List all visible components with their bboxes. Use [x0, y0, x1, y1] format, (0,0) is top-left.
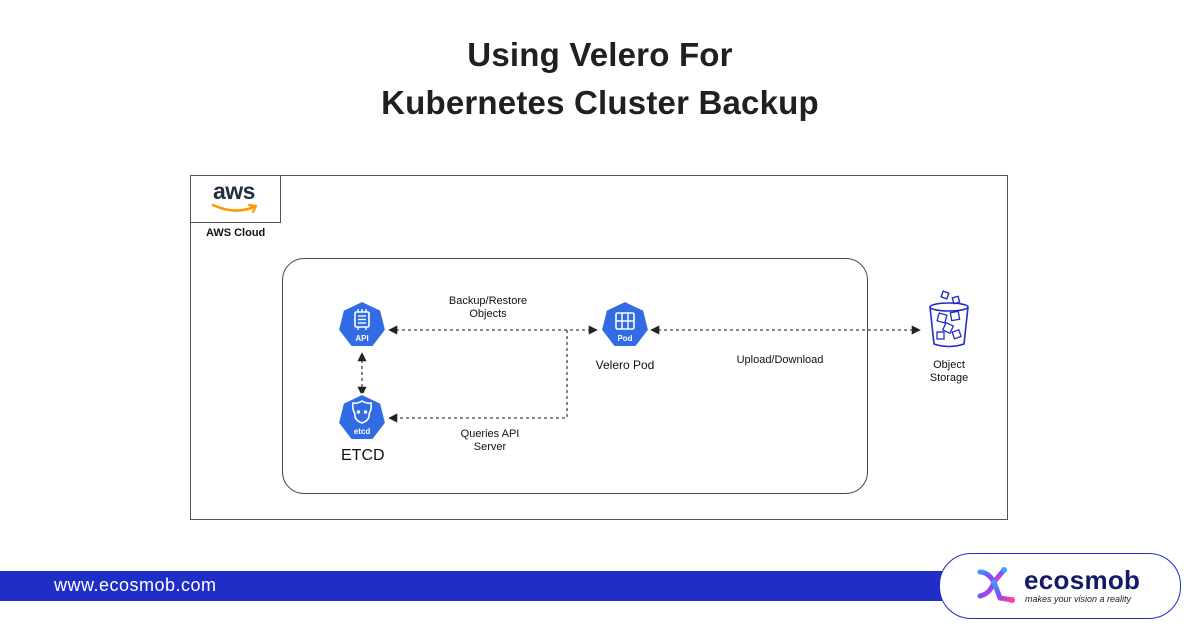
ecosmob-tagline: makes your vision a reality — [1025, 594, 1132, 604]
aws-smile-icon — [211, 203, 258, 214]
pod-icon-text: Pod — [617, 334, 632, 343]
backup-restore-label-line-1: Backup/Restore — [448, 295, 528, 307]
aws-badge — [190, 175, 281, 223]
ecosmob-brand-name: ecosmob — [1024, 565, 1141, 595]
etcd-label: ETCD — [341, 447, 385, 464]
object-storage-bucket-icon — [929, 290, 969, 348]
aws-cloud-frame — [190, 175, 1008, 520]
etcd-icon: etcd — [336, 392, 388, 441]
queries-api-connector — [388, 330, 568, 423]
api-icon-text: API — [355, 334, 368, 343]
kubernetes-cluster-boundary — [282, 258, 868, 494]
velero-pod-icon: Pod — [599, 299, 651, 348]
backup-restore-label-line-2: Objects — [469, 308, 507, 320]
queries-api-label-line-2: Server — [473, 441, 507, 453]
etcd-icon-text: etcd — [354, 427, 371, 436]
api-server-icon: API — [336, 299, 388, 348]
footer-bar — [0, 571, 1000, 601]
upload-download-label: Upload/Download — [736, 354, 824, 366]
etcd-node: etcd — [336, 392, 388, 449]
velero-pod-label: Velero Pod — [595, 358, 655, 372]
api-server-node: API — [336, 299, 388, 356]
velero-pod-node: Pod — [599, 299, 651, 356]
object-storage-label-line-2: Storage — [929, 372, 969, 384]
object-storage-label-line-1: Object — [933, 359, 965, 371]
aws-cloud-label: AWS Cloud — [206, 227, 266, 239]
diagram-title-line-2: Kubernetes Cluster Backup — [381, 84, 819, 121]
footer-website-link[interactable]: www.ecosmob.com — [54, 575, 217, 595]
ecosmob-logo-card — [939, 553, 1181, 619]
ecosmob-logo-mark-icon — [977, 567, 1015, 603]
aws-logo-text: aws — [213, 178, 255, 204]
queries-api-label-line-1: Queries API — [460, 428, 520, 440]
diagram-title-line-1: Using Velero For — [467, 36, 733, 73]
object-storage-node — [925, 289, 973, 356]
